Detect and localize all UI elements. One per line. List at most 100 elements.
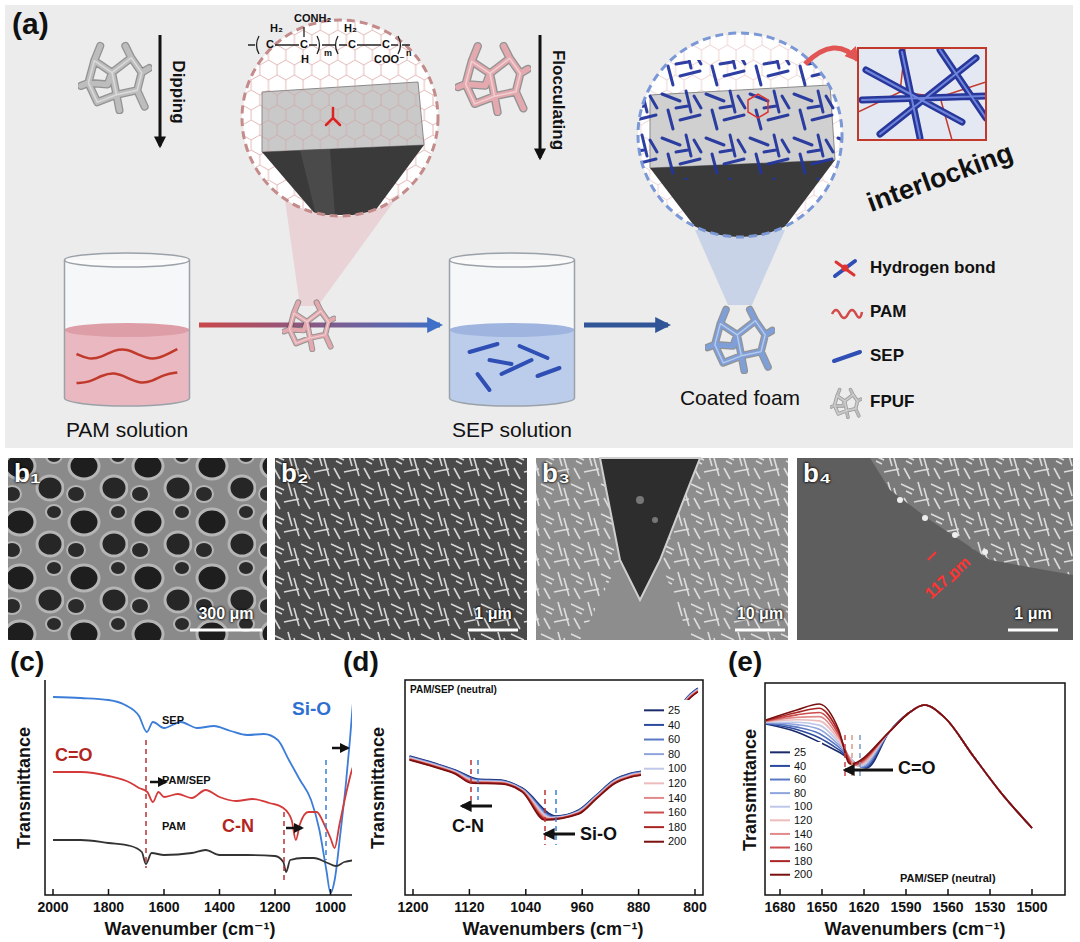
axis-title: Wavenumber (cm⁻¹): [105, 919, 276, 940]
peak-guide: [555, 790, 557, 845]
legend-sample: [644, 739, 664, 741]
tick-label: 1600: [148, 899, 179, 915]
scale-label: 300 μm: [198, 605, 253, 623]
axis-tick: [219, 889, 221, 895]
legend-label: 25: [794, 746, 806, 759]
zoom-circle-pam: [242, 20, 438, 216]
zoom-circle-pam: [300, 149, 335, 215]
zoom-cone: [695, 230, 785, 305]
beaker-drawing: [502, 360, 532, 374]
zoom-circle-coated: [636, 32, 846, 242]
plot-note: PAM/SEP (neutral): [900, 872, 996, 885]
legend-label: SEP: [870, 346, 904, 366]
axis-tick: [905, 889, 907, 895]
shift-arrow: [845, 769, 893, 772]
axis-tick: [863, 889, 865, 895]
legend-sample: [770, 819, 790, 821]
legend-sample: [644, 710, 790, 874]
peak-guide: [477, 760, 479, 800]
beaker-drawing: [450, 323, 575, 337]
peak-guide: [146, 735, 860, 880]
legend-label: FPUF: [870, 392, 914, 412]
zoom-circle-pam: [248, 27, 410, 45]
legend-label: 60: [668, 733, 680, 746]
panel-label: b₁: [14, 459, 41, 489]
tick-label: 2000: [37, 899, 68, 915]
beaker-node: SEP solution: [442, 252, 582, 444]
interlocking-inset: [858, 48, 986, 140]
legend-sample: [770, 779, 790, 781]
panel-ground: [5, 5, 1073, 448]
beaker-drawing: [478, 374, 490, 390]
legend-sample: [644, 826, 664, 828]
tick-label: 1590: [890, 899, 921, 915]
legend-label: 40: [668, 719, 680, 732]
tick-label: 1800: [93, 899, 124, 915]
sem-image: [870, 458, 1073, 575]
connector-group: [199, 325, 668, 326]
sem-image: [600, 458, 700, 600]
beaker-drawing: [65, 260, 190, 398]
series-label: PAM/SEP: [162, 774, 211, 787]
scale-bar: [735, 629, 785, 632]
legend-label: 80: [668, 748, 680, 761]
legend-icons: [842, 265, 849, 272]
sem-image: [636, 496, 644, 504]
sem-image: [797, 458, 1073, 640]
zoom-circle-pam: [262, 145, 424, 215]
peak-guide: [544, 790, 546, 845]
beaker-drawing: [450, 260, 575, 398]
axis-tick: [581, 889, 583, 895]
legend-label: 180: [794, 855, 812, 868]
flow-arrow: [584, 323, 668, 328]
sem-image: [797, 458, 1073, 640]
sem-image: [652, 517, 658, 523]
legend-icons: [831, 261, 862, 417]
step-label: Flocculating: [548, 50, 568, 150]
tick-label: 1200: [397, 899, 428, 915]
beaker-drawing: [189, 260, 191, 398]
flow-arrow: [199, 323, 440, 328]
beaker-drawing: [490, 360, 512, 364]
formula-text: H: [301, 53, 309, 66]
foam-icon: [81, 46, 149, 110]
legend-ground: [641, 700, 702, 852]
process-arrows: [539, 35, 542, 158]
plot-frame: [405, 680, 703, 895]
panel-label: (e): [728, 646, 762, 678]
tick-label: 1200: [259, 899, 290, 915]
scale-bar: [190, 629, 262, 632]
axis-tick: [108, 889, 110, 895]
tick-label: 1560: [932, 899, 963, 915]
axis-title: Wavenumbers (cm⁻¹): [463, 919, 644, 940]
shift-arrow: [332, 747, 348, 750]
formula-text: C: [300, 38, 308, 51]
spectrum-group: [53, 676, 1032, 893]
axis-tick: [638, 889, 640, 895]
legend-sample: [770, 751, 790, 753]
interlocking-inset: [862, 50, 986, 138]
legend-label: 180: [668, 821, 686, 834]
beaker-drawing: [450, 330, 575, 398]
legend-label: 25: [668, 704, 680, 717]
inset-label: interlocking: [863, 137, 1017, 219]
zoom-circle-pam: [262, 82, 424, 152]
tick-label: 1650: [806, 899, 837, 915]
interlocking-inset: [858, 48, 986, 140]
formula-text: COO⁻: [374, 53, 405, 66]
zoom-circle-pam: [240, 18, 440, 218]
peak-label: C=O: [898, 758, 936, 779]
beaker-drawing: [449, 260, 451, 398]
sem-image: [897, 497, 903, 503]
formula-text: C: [382, 38, 390, 51]
legend-label: 60: [794, 773, 806, 786]
zoom-circle-pam: [240, 18, 440, 218]
formula-text: C: [348, 38, 356, 51]
peak-guide: [851, 735, 853, 778]
axis-tick: [330, 889, 332, 895]
panel-label: (d): [343, 646, 379, 678]
legend-ground: [767, 742, 822, 884]
